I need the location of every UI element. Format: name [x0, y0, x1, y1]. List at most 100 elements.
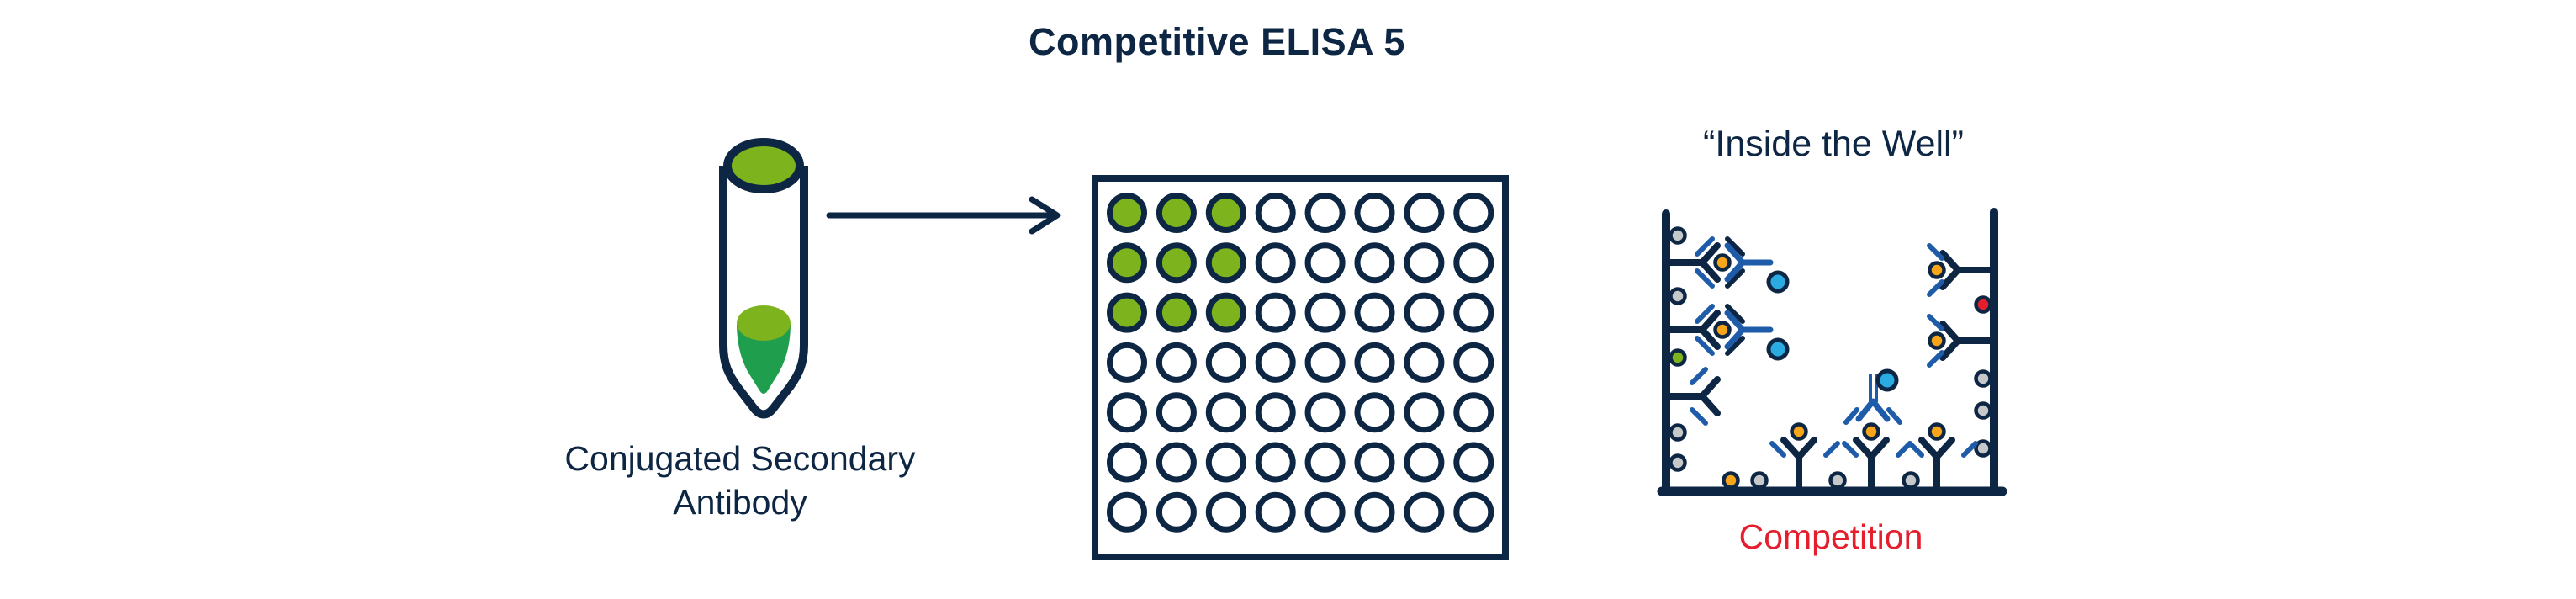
secondary-antibody-icon — [1724, 242, 1774, 283]
plate-well — [1404, 292, 1445, 333]
secondary-antibody-icon — [1724, 310, 1774, 350]
antibody-light-chains — [1927, 314, 1944, 368]
plate-well — [1107, 442, 1147, 483]
antibody-light-chains — [1907, 441, 1978, 458]
plate-well — [1205, 392, 1246, 433]
page-title: Competitive ELISA 5 — [1029, 20, 1405, 63]
plate-well — [1304, 292, 1346, 333]
capture-complex — [1907, 422, 1978, 492]
plate-well — [1354, 342, 1395, 383]
capture-antibody-light-chains — [1725, 304, 1745, 356]
sandwich-complex — [1667, 304, 1790, 361]
plate-well — [1404, 442, 1445, 483]
plate-outline — [1092, 175, 1509, 560]
secondary-antibody-light-chains — [1695, 304, 1715, 356]
plate-well — [1453, 292, 1494, 333]
plate-well — [1404, 193, 1445, 233]
plate-well-filled — [1205, 193, 1246, 233]
antigen-gray — [1669, 287, 1687, 305]
plate-well — [1354, 491, 1395, 533]
arrow-icon — [826, 196, 1061, 235]
capture-antibody-icon — [1939, 250, 1993, 290]
antigen-orange — [1790, 422, 1808, 441]
plate-well — [1453, 392, 1494, 433]
capture-antibody-icon — [1939, 321, 1993, 361]
plate-well — [1255, 292, 1296, 333]
antibody-light-chains — [1927, 243, 1944, 297]
capture-antibody-icon — [1780, 437, 1817, 492]
plate-well — [1354, 392, 1395, 433]
capture-complex — [1769, 422, 1840, 492]
antigen-gray — [1974, 369, 1992, 388]
plate-well — [1107, 392, 1147, 433]
capture-antibody-light-chains — [1725, 236, 1745, 289]
tube-label-line1: Conjugated Secondary — [564, 439, 916, 478]
plate-well — [1354, 193, 1395, 233]
plate-well — [1255, 442, 1296, 483]
capture-complex — [1927, 243, 1993, 297]
plate-well — [1404, 392, 1445, 433]
secondary-antibody-stem — [1869, 374, 1878, 403]
plate-well — [1107, 342, 1147, 383]
plate-well — [1255, 193, 1296, 233]
secondary-antibody-light-chains — [1843, 407, 1902, 425]
plate-well — [1205, 491, 1246, 533]
plate-well-filled — [1205, 242, 1246, 284]
plate-well — [1255, 392, 1296, 433]
enzyme-label-cyan — [1875, 368, 1899, 392]
capture-complex — [1927, 314, 1993, 368]
antigen-gray — [1669, 423, 1687, 442]
plate-well — [1255, 242, 1296, 284]
antigen-gray — [1974, 401, 1992, 420]
plate-well — [1156, 491, 1197, 533]
plate-well-filled — [1205, 292, 1246, 333]
plate-well-filled — [1156, 193, 1197, 233]
plate-well — [1205, 442, 1246, 483]
antibody-light-chains — [1769, 441, 1840, 458]
antigen-orange — [1928, 422, 1946, 441]
plate-well — [1354, 292, 1395, 333]
plate-well — [1156, 392, 1197, 433]
antigen-gray — [1750, 471, 1769, 490]
capture-antibody-icon — [1667, 242, 1721, 283]
plate-well — [1107, 491, 1147, 533]
well-view-caption: Competition — [1738, 517, 1923, 556]
antibody-light-chains — [1842, 441, 1912, 458]
well-view-title: “Inside the Well” — [1703, 124, 1964, 164]
free-secondary-antibody — [1843, 368, 1902, 425]
tube-label: Conjugated Secondary Antibody — [530, 437, 950, 524]
plate-well — [1453, 242, 1494, 284]
plate-well-filled — [1107, 193, 1147, 233]
antigen-red — [1974, 295, 1992, 314]
antigen-gray — [1669, 226, 1687, 245]
plate-well — [1304, 491, 1346, 533]
plate-well — [1304, 242, 1346, 284]
antigen-orange — [1928, 261, 1946, 279]
plate-well — [1453, 193, 1494, 233]
secondary-antibody-icon — [1855, 398, 1891, 422]
tube-label-line2: Antibody — [673, 483, 807, 522]
plate-well — [1304, 193, 1346, 233]
antigen-orange — [1928, 331, 1946, 350]
plate-well — [1304, 392, 1346, 433]
plate-well — [1156, 342, 1197, 383]
capture-antibody-icon — [1667, 376, 1721, 416]
capture-antibody-icon — [1667, 310, 1721, 350]
secondary-antibody-light-chains — [1695, 236, 1715, 289]
tube-liquid-surface — [737, 305, 791, 341]
plate-well — [1255, 491, 1296, 533]
plate-wells — [1107, 193, 1494, 533]
tube-opening — [723, 138, 804, 193]
capture-antibody-icon — [1853, 437, 1890, 492]
antigen-orange — [1713, 253, 1732, 272]
plate-well — [1304, 342, 1346, 383]
plate-well — [1304, 442, 1346, 483]
plate-well — [1156, 442, 1197, 483]
unbound-capture-antibody — [1667, 367, 1721, 426]
enzyme-label-cyan — [1766, 270, 1790, 294]
capture-complex — [1842, 422, 1912, 492]
plate-well — [1354, 242, 1395, 284]
plate-well-filled — [1156, 292, 1197, 333]
arrow-head — [1029, 196, 1061, 235]
plate-well — [1404, 342, 1445, 383]
